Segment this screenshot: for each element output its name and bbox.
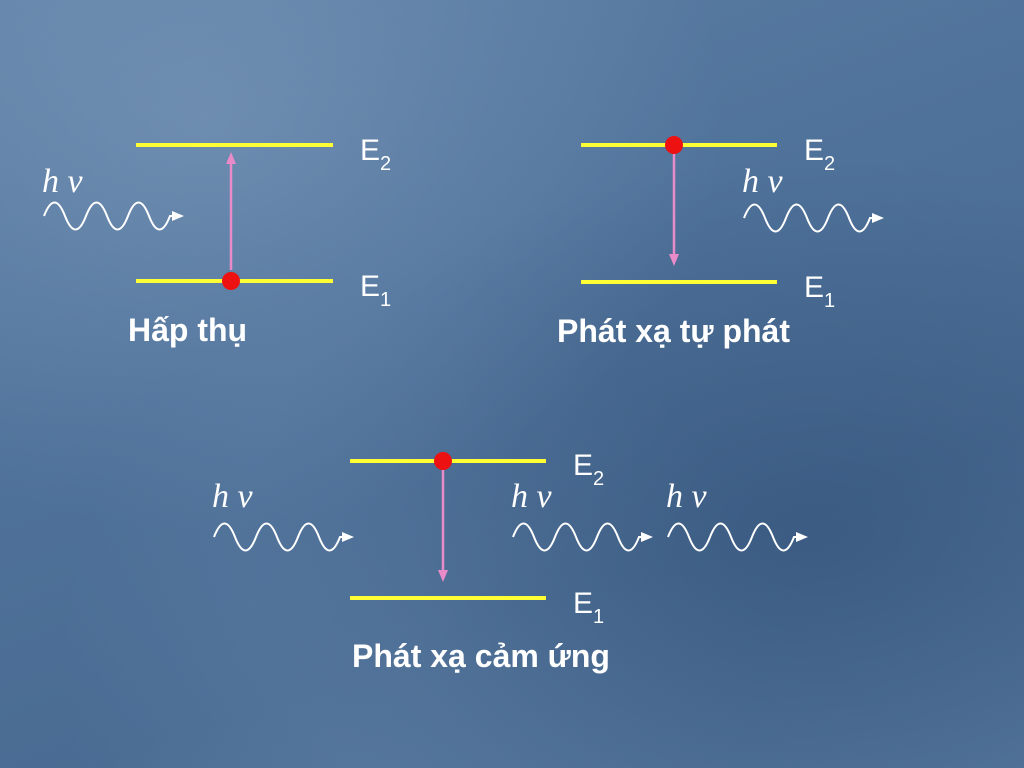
absorption-panel: E2 E1 h ν Hấp thụ xyxy=(42,134,391,348)
level-label-e2: E2 xyxy=(804,134,835,175)
transition-arrowhead xyxy=(226,152,236,164)
caption-absorption: Hấp thụ xyxy=(128,312,247,348)
incoming-photon-wave xyxy=(213,522,354,552)
level-label-e2: E2 xyxy=(360,134,391,175)
emitted-photon-wave xyxy=(512,522,653,552)
caption-spontaneous-emission: Phát xạ tự phát xyxy=(557,313,790,349)
photon-label: h ν xyxy=(666,478,708,515)
photon-label: h ν xyxy=(742,163,784,200)
electron-dot xyxy=(434,452,452,470)
incoming-photon-wave xyxy=(43,201,184,231)
stimulated-emission-panel: E2 E1 h ν h ν h ν Phát xạ cảm ứng xyxy=(212,449,808,674)
transition-arrowhead xyxy=(669,254,679,266)
level-label-e1: E1 xyxy=(360,270,391,311)
photon-label: h ν xyxy=(42,163,84,200)
emitted-photon-wave xyxy=(667,522,808,552)
electron-dot xyxy=(222,272,240,290)
transition-arrowhead xyxy=(438,570,448,582)
electron-dot xyxy=(665,136,683,154)
spontaneous-emission-panel: E2 E1 h ν Phát xạ tự phát xyxy=(557,134,884,349)
photon-label: h ν xyxy=(212,478,254,515)
level-label-e2: E2 xyxy=(573,449,604,490)
emitted-photon-wave xyxy=(743,203,884,233)
photon-label: h ν xyxy=(511,478,553,515)
level-label-e1: E1 xyxy=(573,587,604,628)
level-label-e1: E1 xyxy=(804,271,835,312)
caption-stimulated-emission: Phát xạ cảm ứng xyxy=(352,638,610,674)
